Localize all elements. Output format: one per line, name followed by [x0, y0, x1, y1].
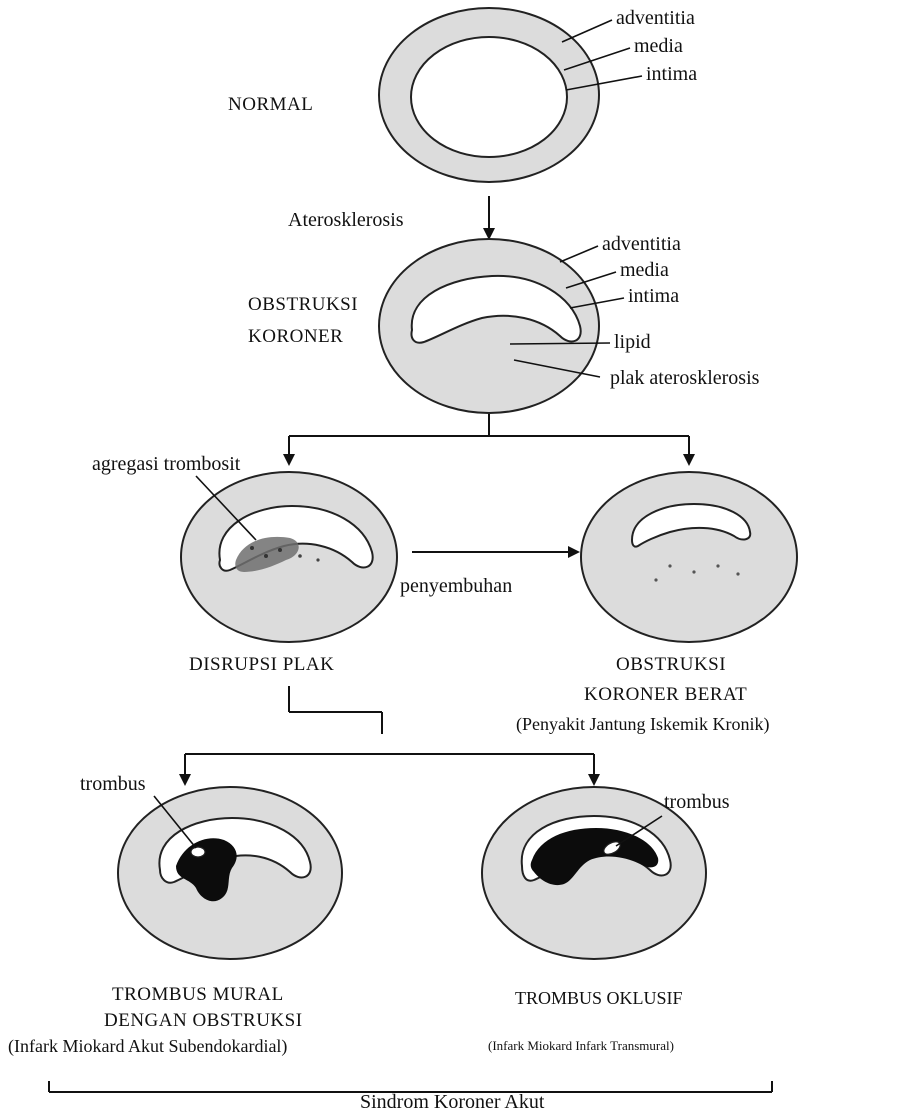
berat-title-line1: OBSTRUKSI	[616, 654, 726, 675]
obstruksi-title-line1: OBSTRUKSI	[248, 294, 358, 315]
mural-subtitle: (Infark Miokard Akut Subendokardial)	[8, 1036, 287, 1057]
obstruksi-label-intima: intima	[628, 285, 679, 307]
oklusif-title: TROMBUS OKLUSIF	[515, 988, 683, 1008]
disrupsi-vessel	[181, 472, 397, 642]
obstruksi-label-media: media	[620, 259, 669, 281]
mural-trombus-label: trombus	[80, 773, 146, 795]
obstruksi-label-adventitia: adventitia	[602, 233, 681, 255]
mural-title-line2: DENGAN OBSTRUKSI	[104, 1010, 303, 1031]
arrow-aterosklerosis	[483, 196, 495, 240]
normal-label-media: media	[634, 35, 683, 57]
fork-connector-2	[179, 686, 600, 786]
agregasi-label: agregasi trombosit	[92, 453, 241, 475]
normal-label-intima: intima	[646, 63, 697, 85]
normal-title: NORMAL	[228, 94, 313, 115]
normal-label-adventitia: adventitia	[616, 7, 695, 29]
obstruksi-title-line2: KORONER	[248, 326, 343, 347]
oklusif-subtitle: (Infark Miokard Infark Transmural)	[488, 1038, 674, 1053]
sindrom-koroner-akut-label: Sindrom Koroner Akut	[360, 1091, 545, 1111]
aterosklerosis-label: Aterosklerosis	[288, 209, 404, 231]
disrupsi-title: DISRUPSI PLAK	[189, 654, 334, 675]
mural-vessel	[118, 787, 342, 959]
fork-connector-1	[283, 414, 695, 466]
berat-vessel	[581, 472, 797, 642]
mural-title-line1: TROMBUS MURAL	[112, 984, 284, 1005]
arrow-penyembuhan	[412, 546, 580, 558]
obstruksi-label-plak: plak aterosklerosis	[610, 367, 760, 389]
berat-title-line2: KORONER BERAT	[584, 684, 747, 705]
obstruksi-vessel	[379, 239, 599, 413]
penyembuhan-label: penyembuhan	[400, 575, 512, 597]
oklusif-trombus-label: trombus	[664, 791, 730, 813]
berat-subtitle: (Penyakit Jantung Iskemik Kronik)	[516, 714, 769, 735]
normal-vessel	[379, 8, 599, 182]
obstruksi-label-lipid: lipid	[614, 331, 651, 353]
